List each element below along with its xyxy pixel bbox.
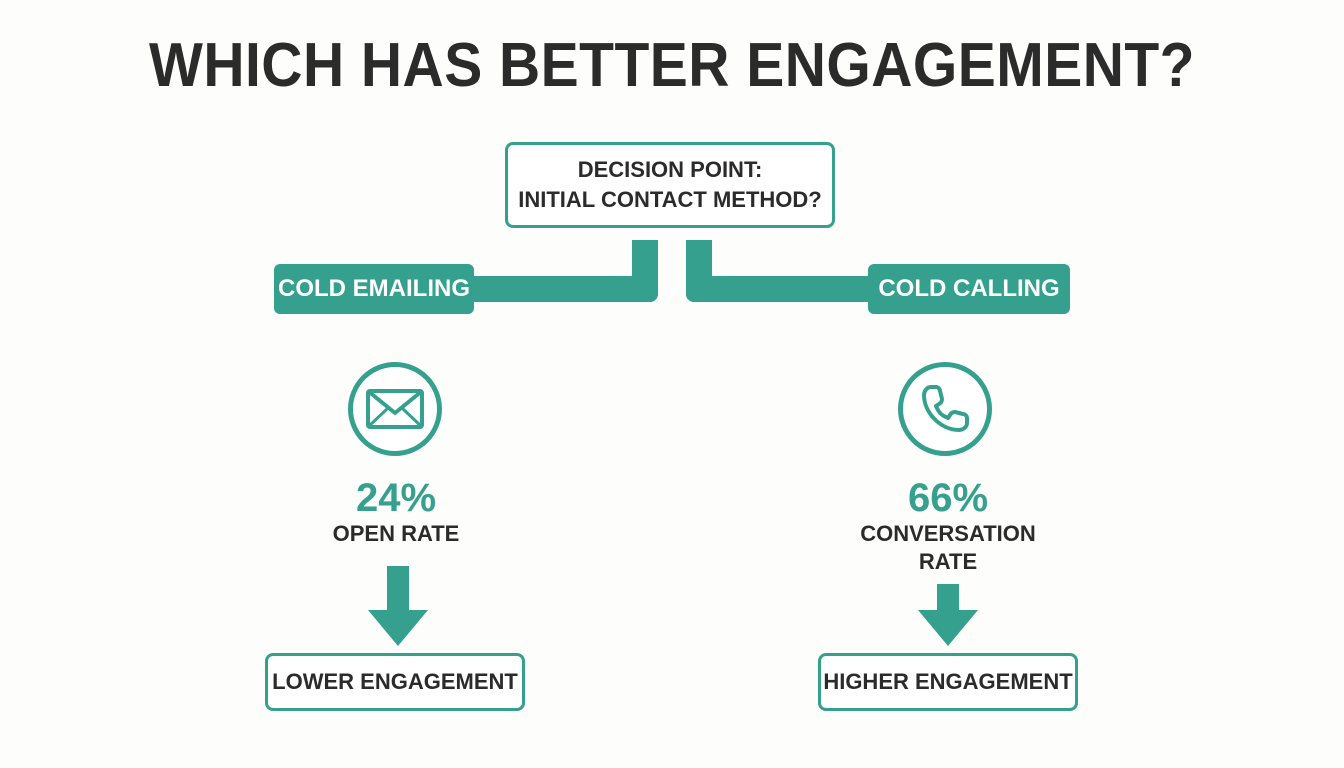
branch-cold-calling-label: COLD CALLING [878, 275, 1060, 302]
outcome-higher-engagement-label: HIGHER ENGAGEMENT [823, 669, 1073, 694]
call-stat-label: CONVERSATION RATE [848, 520, 1048, 576]
email-stat-label: OPEN RATE [332, 521, 460, 546]
decision-line-2: INITIAL CONTACT METHOD? [518, 187, 822, 212]
phone-icon [922, 385, 969, 432]
left-connector-horizontal [470, 276, 658, 302]
call-stat-label-line-2: RATE [918, 549, 978, 574]
arrow-down-right [918, 584, 978, 646]
arrow-down-left [368, 566, 428, 646]
branch-cold-emailing-label: COLD EMAILING [278, 275, 470, 302]
branch-cold-emailing: COLD EMAILING [274, 264, 474, 314]
email-icon-circle [348, 362, 442, 456]
decision-box: DECISION POINT: INITIAL CONTACT METHOD? [505, 142, 835, 228]
phone-icon-circle [898, 362, 992, 456]
page-title: WHICH HAS BETTER ENGAGEMENT? [149, 31, 1195, 100]
decision-line-1: DECISION POINT: [577, 157, 763, 182]
envelope-icon [366, 389, 424, 429]
call-stat-label-line-1: CONVERSATION [860, 521, 1036, 546]
outcome-lower-engagement: LOWER ENGAGEMENT [265, 653, 525, 711]
email-stat-value: 24% [355, 476, 437, 520]
branch-cold-calling: COLD CALLING [868, 264, 1070, 314]
right-connector-horizontal [686, 276, 876, 302]
call-stat-value: 66% [907, 476, 989, 520]
outcome-lower-engagement-label: LOWER ENGAGEMENT [272, 669, 518, 694]
outcome-higher-engagement: HIGHER ENGAGEMENT [818, 653, 1078, 711]
